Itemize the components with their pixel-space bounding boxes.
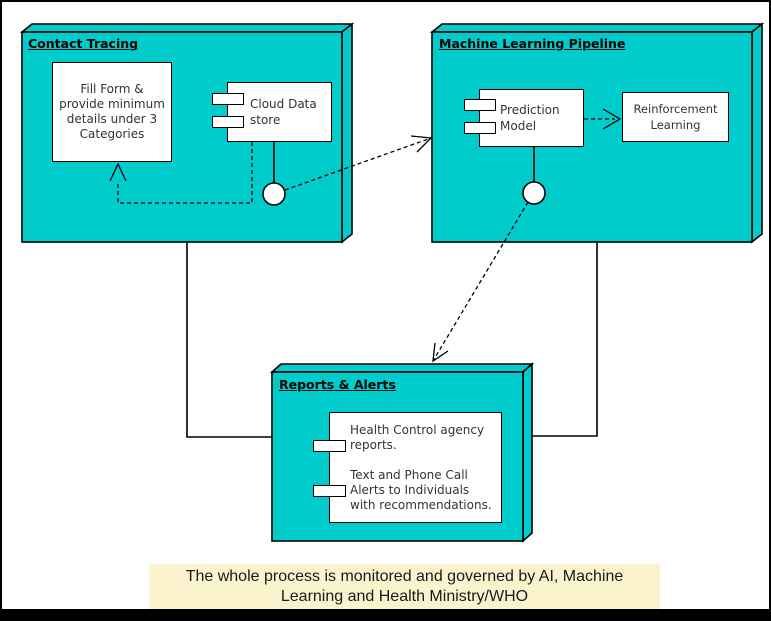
component-tab-icon — [464, 122, 496, 134]
prediction-model-component: Prediction Model — [464, 89, 584, 147]
cloud-data-store-text: Cloud Data store — [250, 97, 317, 127]
contact-tracing-interface-circle-icon — [262, 182, 286, 206]
ml-pipeline-package-right-face — [751, 22, 763, 244]
prediction-model-text: Prediction Model — [500, 103, 560, 133]
fill-form-text: Fill Form & provide minimum details unde… — [59, 82, 165, 141]
bottom-border-bar — [2, 609, 769, 619]
component-tab-icon — [313, 440, 346, 452]
ml-pipeline-interface-circle-icon — [522, 181, 546, 205]
contact-tracing-package-top-face — [19, 23, 355, 33]
contact-tracing-package-right-face — [341, 22, 353, 244]
connector-ml-pipeline-to-reports — [532, 242, 598, 437]
cloud-data-store-component: Cloud Data store — [212, 82, 332, 142]
dependency-contact-to-ml — [284, 137, 432, 191]
reinforcement-learning-node: Reinforcement Learning — [622, 92, 729, 142]
ml-pipeline-title: Machine Learning Pipeline — [439, 36, 626, 51]
component-tab-icon — [212, 116, 244, 128]
governance-note: The whole process is monitored and gover… — [149, 564, 660, 610]
reports-alerts-package-right-face — [522, 362, 533, 543]
arrowhead-to-reports-icon — [432, 342, 449, 363]
contact-tracing-title: Contact Tracing — [28, 36, 139, 51]
governance-note-text: The whole process is monitored and gover… — [185, 568, 624, 605]
arrowhead-to-reinforcement-icon — [602, 108, 622, 130]
component-tab-icon — [464, 99, 496, 111]
reports-component: Health Control agency reports. Text and … — [313, 412, 502, 523]
component-tab-icon — [313, 485, 346, 497]
connector-contact-tracing-to-reports — [186, 242, 272, 438]
component-tab-icon — [212, 93, 244, 105]
reports-alerts-title: Reports & Alerts — [279, 377, 396, 392]
arrowhead-to-ml-icon — [410, 135, 433, 153]
reports-alerts-package-top-face — [269, 363, 535, 373]
dependency-cloud-to-fillform — [117, 142, 253, 204]
ml-pipeline-package-top-face — [429, 23, 765, 33]
dependency-ml-to-reports — [432, 201, 529, 362]
reinforcement-learning-text: Reinforcement Learning — [633, 102, 718, 132]
fill-form-node: Fill Form & provide minimum details unde… — [52, 62, 172, 162]
arrowhead-to-fillform-icon — [109, 162, 127, 182]
reports-component-text: Health Control agency reports. Text and … — [350, 422, 492, 512]
